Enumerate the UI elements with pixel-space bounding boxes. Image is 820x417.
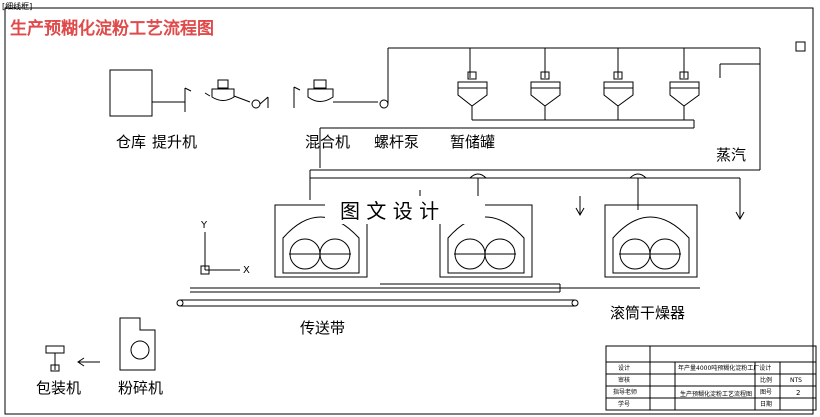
label-packer: 包装机 bbox=[36, 379, 81, 397]
title-block bbox=[605, 345, 817, 411]
screw-pump-icon bbox=[379, 48, 389, 109]
title-block-date-label: 日期 bbox=[760, 400, 772, 408]
title-block-scale-label: 比例 bbox=[760, 376, 772, 384]
title-block-drawing-name: 生产预糊化淀粉工艺流程图 bbox=[680, 390, 752, 398]
title-block-sheet-value: 2 bbox=[796, 389, 800, 397]
axis-indicator bbox=[200, 232, 240, 275]
elevator-icon bbox=[204, 79, 235, 101]
label-elevator: 提升机 bbox=[152, 133, 197, 151]
title-block-sheet-label: 图号 bbox=[760, 389, 772, 396]
title-block-scale-value: NTS bbox=[790, 377, 802, 384]
title-block-left-label-2: 审核 bbox=[618, 376, 630, 384]
corner-tag: [细线框] bbox=[2, 1, 32, 11]
diagram-title: 生产预糊化淀粉工艺流程图 bbox=[10, 18, 214, 39]
storage-tank-1 bbox=[457, 71, 488, 107]
drum-dryer-3 bbox=[604, 204, 698, 278]
drum-dryer-2 bbox=[439, 204, 533, 278]
conveyor-belt bbox=[176, 299, 579, 307]
drum-dryer-1 bbox=[274, 204, 368, 278]
title-block-left-label-3: 指导老师 bbox=[613, 388, 637, 396]
label-storage-tank: 暂储罐 bbox=[450, 133, 495, 151]
axis-y-label: Y bbox=[200, 220, 208, 231]
label-steam: 蒸汽 bbox=[716, 146, 746, 164]
label-mixer: 混合机 bbox=[305, 133, 350, 151]
frame-marker bbox=[795, 41, 806, 52]
label-screw-pump: 螺杆泵 bbox=[374, 133, 419, 151]
storage-tank-4 bbox=[669, 71, 700, 107]
watermark-text: 图 文 设 计 bbox=[340, 199, 439, 223]
mixer-icon bbox=[307, 79, 334, 102]
label-conveyor: 传送带 bbox=[300, 319, 345, 337]
title-block-project: 年产量4000吨预糊化淀粉工厂设计 bbox=[678, 364, 771, 372]
title-block-left-label-4: 学号 bbox=[618, 400, 630, 408]
storage-tank-2 bbox=[530, 71, 561, 107]
crusher-icon bbox=[119, 317, 156, 371]
storage-tank-3 bbox=[603, 71, 634, 107]
drawing-frame bbox=[4, 7, 814, 415]
axis-x-label: X bbox=[243, 265, 250, 276]
title-block-left-label-1: 设计 bbox=[618, 364, 630, 372]
label-crusher: 粉碎机 bbox=[118, 379, 163, 397]
warehouse-box bbox=[109, 69, 153, 117]
label-warehouse: 仓库 bbox=[116, 133, 146, 151]
packer-icon bbox=[45, 345, 65, 372]
label-drum-dryer: 滚筒干燥器 bbox=[610, 304, 685, 322]
watermark-band bbox=[325, 196, 485, 224]
